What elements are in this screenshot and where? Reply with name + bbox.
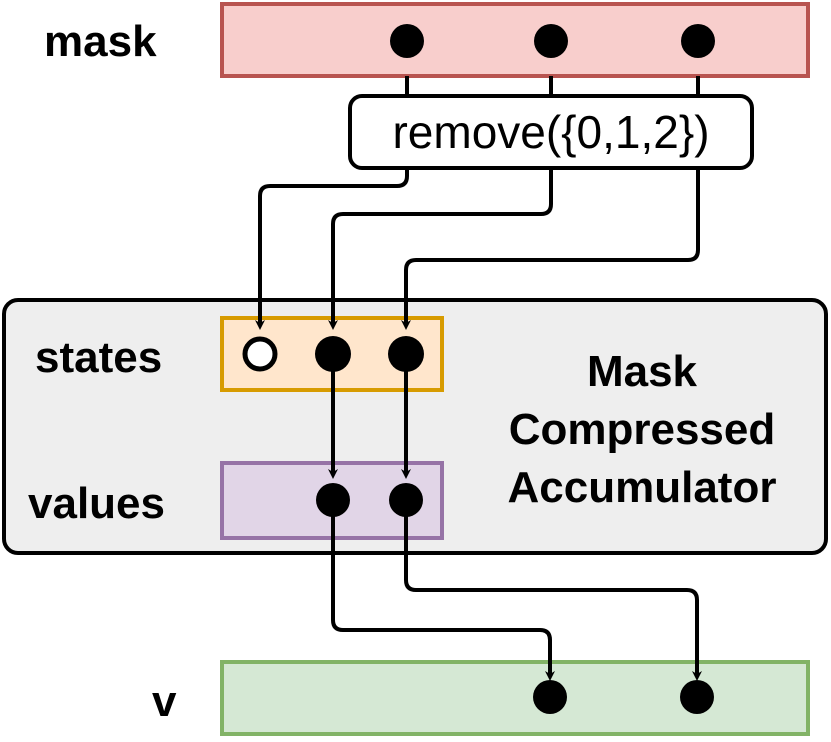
arrow-to-state-2 — [401, 168, 700, 330]
mask-row-box — [220, 2, 810, 78]
v-dot-0 — [533, 680, 567, 714]
remove-function-label: remove({0,1,2}) — [392, 106, 709, 158]
arrow-value0-to-v0 — [331, 500, 555, 681]
mask-dot-0 — [390, 24, 424, 58]
accumulator-label-line2: Compressed — [509, 405, 776, 454]
mask-row-label: mask — [44, 17, 157, 66]
states-to-values-arrows — [328, 354, 411, 479]
arrow-value1-to-v1 — [404, 500, 702, 681]
function-to-states-arrows — [255, 168, 700, 330]
value-dot-1 — [389, 483, 423, 517]
mask-dot-2 — [681, 24, 715, 58]
state-dot-empty — [242, 336, 278, 372]
state-dot-2 — [388, 336, 424, 372]
v-row-label: v — [152, 677, 177, 726]
arrow-to-state-0 — [255, 168, 409, 330]
v-row-box — [220, 660, 810, 736]
v-dot-1 — [680, 680, 714, 714]
accumulator-container — [2, 298, 828, 555]
mask-to-function-connectors — [405, 76, 700, 96]
states-row-label: states — [35, 333, 163, 382]
accumulator-label-line1: Mask — [587, 347, 698, 396]
values-to-v-arrows — [331, 500, 702, 681]
value-dot-0 — [316, 483, 350, 517]
arrow-to-state-1 — [328, 168, 553, 330]
state-dot-1 — [315, 336, 351, 372]
accumulator-label-line3: Accumulator — [508, 463, 777, 512]
values-row-label: values — [28, 479, 165, 528]
mask-dot-1 — [534, 24, 568, 58]
